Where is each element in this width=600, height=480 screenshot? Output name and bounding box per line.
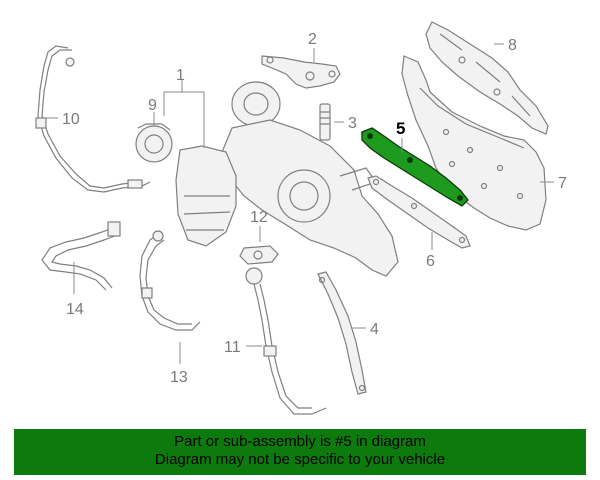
part-5-highlighted-gasket <box>361 127 469 207</box>
callout-8: 8 <box>508 37 517 54</box>
callout-5: 5 <box>396 119 405 138</box>
part-8-heat-shield-upper <box>425 21 549 135</box>
diagram-svg: 1 2 3 4 5 6 7 8 9 10 11 12 13 14 <box>35 21 567 415</box>
callout-3: 3 <box>348 115 357 132</box>
callout-10: 10 <box>62 111 80 128</box>
callout-1: 1 <box>176 67 185 84</box>
part-14-coolant-hose <box>41 221 121 291</box>
callout-14: 14 <box>66 301 84 318</box>
part-13-coolant-line <box>139 230 201 331</box>
banner-line-1: Part or sub-assembly is #5 in diagram <box>174 433 426 450</box>
part-1-turbocharger <box>175 81 399 277</box>
callout-11: 11 <box>224 339 241 356</box>
leader-lines <box>46 43 554 364</box>
part-11-return-line <box>245 267 327 415</box>
banner-line-2: Diagram may not be specific to your vehi… <box>154 451 446 468</box>
part-3-stud <box>319 103 331 141</box>
part-10-oil-line <box>35 45 151 193</box>
callout-7: 7 <box>558 175 567 192</box>
part-9-actuator <box>135 123 173 163</box>
callout-2: 2 <box>308 31 317 48</box>
info-banner: Part or sub-assembly is #5 in diagram Di… <box>14 429 586 475</box>
part-12-gasket <box>239 245 279 265</box>
callout-13: 13 <box>170 369 188 386</box>
callout-6: 6 <box>426 253 435 270</box>
callout-4: 4 <box>370 321 379 338</box>
callout-9: 9 <box>148 97 157 114</box>
part-2-bracket <box>261 55 341 89</box>
callout-12: 12 <box>250 209 268 226</box>
part-6-gasket-strip <box>367 175 471 249</box>
parts-diagram: 1 2 3 4 5 6 7 8 9 10 11 12 13 14 <box>35 21 567 415</box>
part-7-heat-shield-panel <box>401 55 547 231</box>
part-4-support-bracket <box>317 271 367 395</box>
